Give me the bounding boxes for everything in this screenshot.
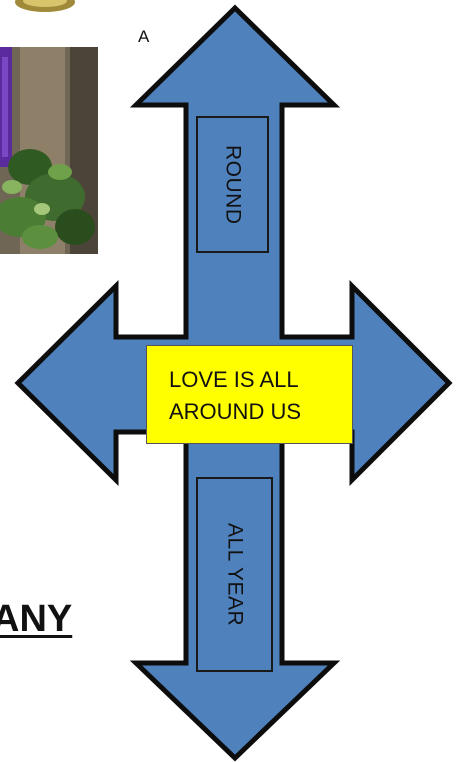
- ornament-image: [15, 0, 75, 12]
- heading-fragment: ANY: [0, 598, 73, 640]
- advent-candle-photo: [0, 47, 98, 254]
- top-text-box: ROUND: [196, 116, 269, 253]
- marker-letter: A: [138, 27, 150, 46]
- bottom-text-box: ALL YEAR: [196, 477, 273, 672]
- center-label-line-2: AROUND US: [169, 399, 302, 424]
- bottom-box-label: ALL YEAR: [223, 522, 247, 627]
- center-label-line-1: LOVE IS ALL: [169, 367, 299, 392]
- top-box-label: ROUND: [221, 144, 245, 225]
- center-label-box: LOVE IS ALL AROUND US: [146, 345, 353, 444]
